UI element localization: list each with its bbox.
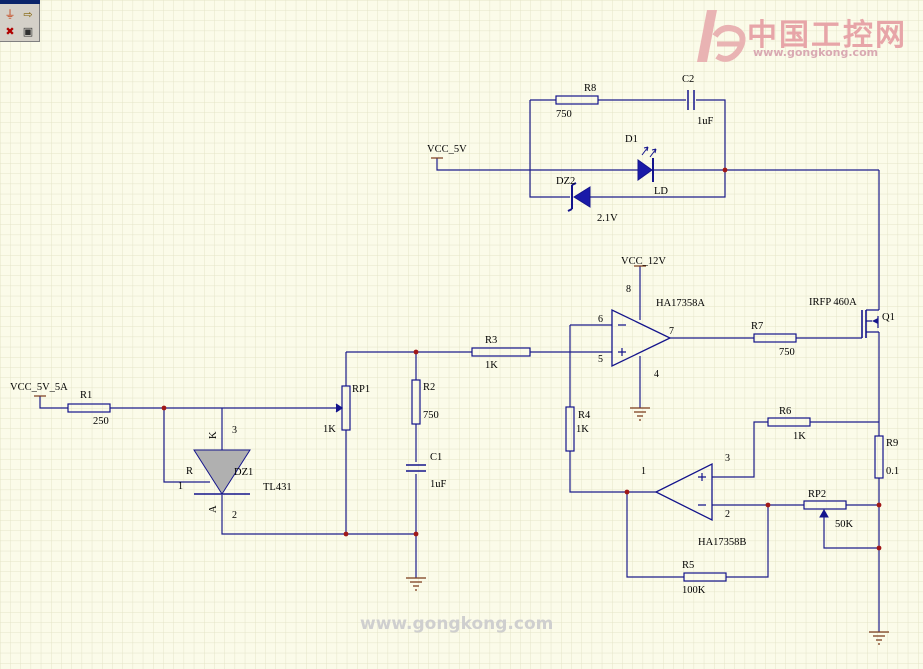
rp2-ref: RP2 xyxy=(808,489,826,500)
r8-value: 750 xyxy=(556,109,572,120)
dz1-pin3: 3 xyxy=(232,425,237,436)
r8-ref: R8 xyxy=(584,83,596,94)
r5-value: 100K xyxy=(682,585,706,596)
c2-ref: C2 xyxy=(682,74,694,85)
wires xyxy=(39,99,880,632)
vcc-5v-5a-label: VCC_5V_5A xyxy=(10,382,68,393)
r4-ref: R4 xyxy=(578,410,591,421)
rp2-potentiometer xyxy=(803,500,847,510)
r6-value: 1K xyxy=(793,431,806,442)
watermark-text: www.gongkong.com xyxy=(360,614,554,634)
dz1-tl431 xyxy=(193,449,251,495)
junctions xyxy=(161,167,882,551)
u1-pin7: 7 xyxy=(669,326,674,337)
u2-opamp-ha17358b xyxy=(654,462,713,522)
rp1-value: 1K xyxy=(323,424,336,435)
c1-value: 1uF xyxy=(430,479,447,490)
q1-value: IRFP 460A xyxy=(809,297,857,308)
u2-ref: HA17358B xyxy=(698,537,746,548)
rp2-wiper-icon xyxy=(819,508,829,518)
part-tool-icon[interactable]: ▣ xyxy=(22,25,34,38)
d1-ref: D1 xyxy=(625,134,638,145)
r1-value: 250 xyxy=(93,416,109,427)
r3-resistor xyxy=(471,347,531,357)
dz1-pin1: 1 xyxy=(178,481,183,492)
schematic-toolbar: ⏚ ⇨ ✖ ▣ xyxy=(0,0,40,42)
c1-capacitor xyxy=(406,464,426,472)
dz1-pin2: 2 xyxy=(232,510,237,521)
u2-pin2: 2 xyxy=(725,509,730,520)
r2-resistor xyxy=(411,379,421,425)
d1-value: LD xyxy=(654,186,668,197)
logo-ie-icon xyxy=(697,10,746,62)
r9-resistor xyxy=(874,435,884,479)
rp1-ref: RP1 xyxy=(352,384,370,395)
r6-resistor xyxy=(767,417,811,427)
vcc-5v-label: VCC_5V xyxy=(427,144,467,155)
c1-ref: C1 xyxy=(430,452,442,463)
q1-ref: Q1 xyxy=(882,312,895,323)
r1-resistor xyxy=(67,403,111,413)
u2-pin1: 1 xyxy=(641,466,646,477)
r5-ref: R5 xyxy=(682,560,694,571)
c2-value: 1uF xyxy=(697,116,714,127)
ground-tool-icon[interactable]: ⏚ xyxy=(4,8,16,21)
d1-led xyxy=(637,146,657,182)
u1-opamp-ha17358a xyxy=(611,308,672,368)
r2-ref: R2 xyxy=(423,382,435,393)
dz1-k-label: K xyxy=(208,431,219,439)
r7-value: 750 xyxy=(779,347,795,358)
dz2-zener xyxy=(567,182,591,212)
ground-3 xyxy=(869,631,889,645)
u1-pin4: 4 xyxy=(654,369,659,380)
vcc-12v-label: VCC_12V xyxy=(621,256,666,267)
u1-pin6: 6 xyxy=(598,314,603,325)
r7-resistor xyxy=(753,333,797,343)
ground-2 xyxy=(630,407,650,421)
u1-pin5: 5 xyxy=(598,354,603,365)
dz1-r-label: R xyxy=(186,466,193,477)
logo-url-text: www.gongkong.com xyxy=(753,46,879,59)
logo-main-text: 中国工控网 xyxy=(747,18,907,53)
dz2-value: 2.1V xyxy=(597,213,618,224)
dz1-a-label: A xyxy=(208,505,219,513)
u1-ref: HA17358A xyxy=(656,298,705,309)
r3-value: 1K xyxy=(485,360,498,371)
r4-resistor xyxy=(565,406,575,452)
r9-ref: R9 xyxy=(886,438,898,449)
r6-ref: R6 xyxy=(779,406,791,417)
r3-ref: R3 xyxy=(485,335,497,346)
rp1-wiper-icon xyxy=(335,403,344,413)
r4-value: 1K xyxy=(576,424,589,435)
delete-tool-icon[interactable]: ✖ xyxy=(5,25,15,38)
ground-1 xyxy=(406,577,426,591)
light-emission-icon xyxy=(641,146,657,158)
dz1-ref: DZ1 xyxy=(234,467,253,478)
gongkong-logo: 中国工控网 www.gongkong.com xyxy=(693,6,918,68)
u2-pin3: 3 xyxy=(725,453,730,464)
r1-ref: R1 xyxy=(80,390,92,401)
r2-value: 750 xyxy=(423,410,439,421)
r9-value: 0.1 xyxy=(886,466,899,477)
port-tool-icon[interactable]: ⇨ xyxy=(23,8,33,21)
u1-pin8: 8 xyxy=(626,284,631,295)
toolbar-titlebar xyxy=(0,0,40,4)
r8-resistor xyxy=(555,95,599,105)
c2-capacitor xyxy=(687,90,695,110)
q1-mosfet xyxy=(861,309,879,338)
dz1-value: TL431 xyxy=(263,482,292,493)
r5-resistor xyxy=(683,572,727,582)
r7-ref: R7 xyxy=(751,321,763,332)
dz2-ref: DZ2 xyxy=(556,176,575,187)
rp2-value: 50K xyxy=(835,519,854,530)
